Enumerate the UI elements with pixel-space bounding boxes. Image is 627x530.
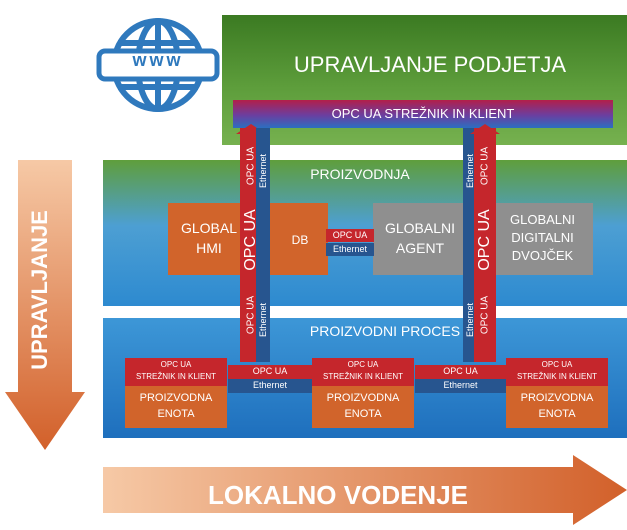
twin-line1: GLOBALNI [509, 212, 576, 227]
enterprise-server-bar [233, 100, 613, 128]
www-text: www [132, 50, 184, 70]
bottom-left-opc-label: OPC UA [252, 366, 288, 376]
right-opc-upper-label: OPC UA [479, 146, 491, 186]
left-opc-stack-top-cap [236, 124, 266, 134]
unit-3-server-line1: OPC UA [541, 360, 573, 369]
unit-3-server [506, 358, 608, 386]
vertical-arrow [5, 160, 85, 450]
global-agent-line2: AGENT [395, 240, 445, 256]
bottom-left-ethernet-label: Ethernet [252, 380, 288, 390]
unit-2-name-line2: ENOTA [344, 408, 382, 420]
global-hmi-line2: HMI [196, 240, 222, 256]
mid-ethernet-link [326, 243, 374, 256]
bottom-right-ethernet-link [415, 379, 506, 393]
unit-1-server-line1: OPC UA [160, 360, 192, 369]
bottom-right-ethernet-label: Ethernet [443, 380, 478, 390]
enterprise-server-label: OPC UA STREŽNIK IN KLIENT [331, 106, 515, 121]
right-opc-stack-top-cap [470, 124, 500, 134]
production-title: PROIZVODNJA [310, 166, 410, 182]
unit-2-server-line2: STREŽNIK IN KLIENT [322, 372, 403, 381]
unit-2-name-line1: PROIZVODNA [326, 392, 400, 404]
global-agent-line1: GLOBALNI [384, 220, 456, 236]
mid-ethernet-link-label: Ethernet [332, 244, 368, 254]
unit-3-box [506, 386, 608, 428]
mid-opc-link-label: OPC UA [332, 230, 368, 240]
unit-1-box [125, 386, 227, 428]
unit-2-server [312, 358, 414, 386]
db-label: DB [291, 233, 309, 247]
right-opc-main-label: OPC UA [476, 209, 493, 271]
right-opc-stack [474, 128, 496, 362]
unit-1-server [125, 358, 227, 386]
process-title: PROIZVODNI PROCES [309, 323, 461, 339]
globe-www-icon [96, 18, 220, 112]
unit-2-box [312, 386, 414, 428]
enterprise-title: UPRAVLJANJE PODJETJA [293, 52, 567, 77]
unit-3-name-line2: ENOTA [538, 408, 576, 420]
left-ethernet-lower-label: Ethernet [258, 302, 268, 338]
horizontal-arrow [103, 455, 627, 525]
right-opc-lower-label: OPC UA [479, 295, 491, 335]
bottom-right-opc-label: OPC UA [443, 366, 478, 376]
unit-1-name-line1: PROIZVODNA [139, 392, 213, 404]
bottom-left-ethernet-link [228, 379, 312, 393]
unit-2-server-line1: OPC UA [347, 360, 379, 369]
unit-3-server-line2: STREŽNIK IN KLIENT [516, 372, 597, 381]
bottom-left-opc-link [228, 365, 312, 379]
side-label: UPRAVLJANJE [27, 210, 52, 370]
mid-opc-link [326, 229, 374, 242]
left-ethernet-upper-label: Ethernet [258, 153, 268, 189]
twin-line3: DVOJČEK [511, 248, 574, 263]
unit-3-name-line1: PROIZVODNA [520, 392, 594, 404]
bottom-right-opc-link [415, 365, 506, 379]
global-hmi-line1: GLOBAL [180, 220, 238, 236]
right-ethernet-stack [463, 128, 477, 362]
unit-1-server-line2: STREŽNIK IN KLIENT [135, 372, 216, 381]
left-ethernet-stack [256, 128, 270, 362]
bottom-label: LOKALNO VODENJE [207, 480, 469, 510]
twin-line2: DIGITALNI [511, 230, 574, 245]
unit-1-name-line2: ENOTA [157, 408, 195, 420]
